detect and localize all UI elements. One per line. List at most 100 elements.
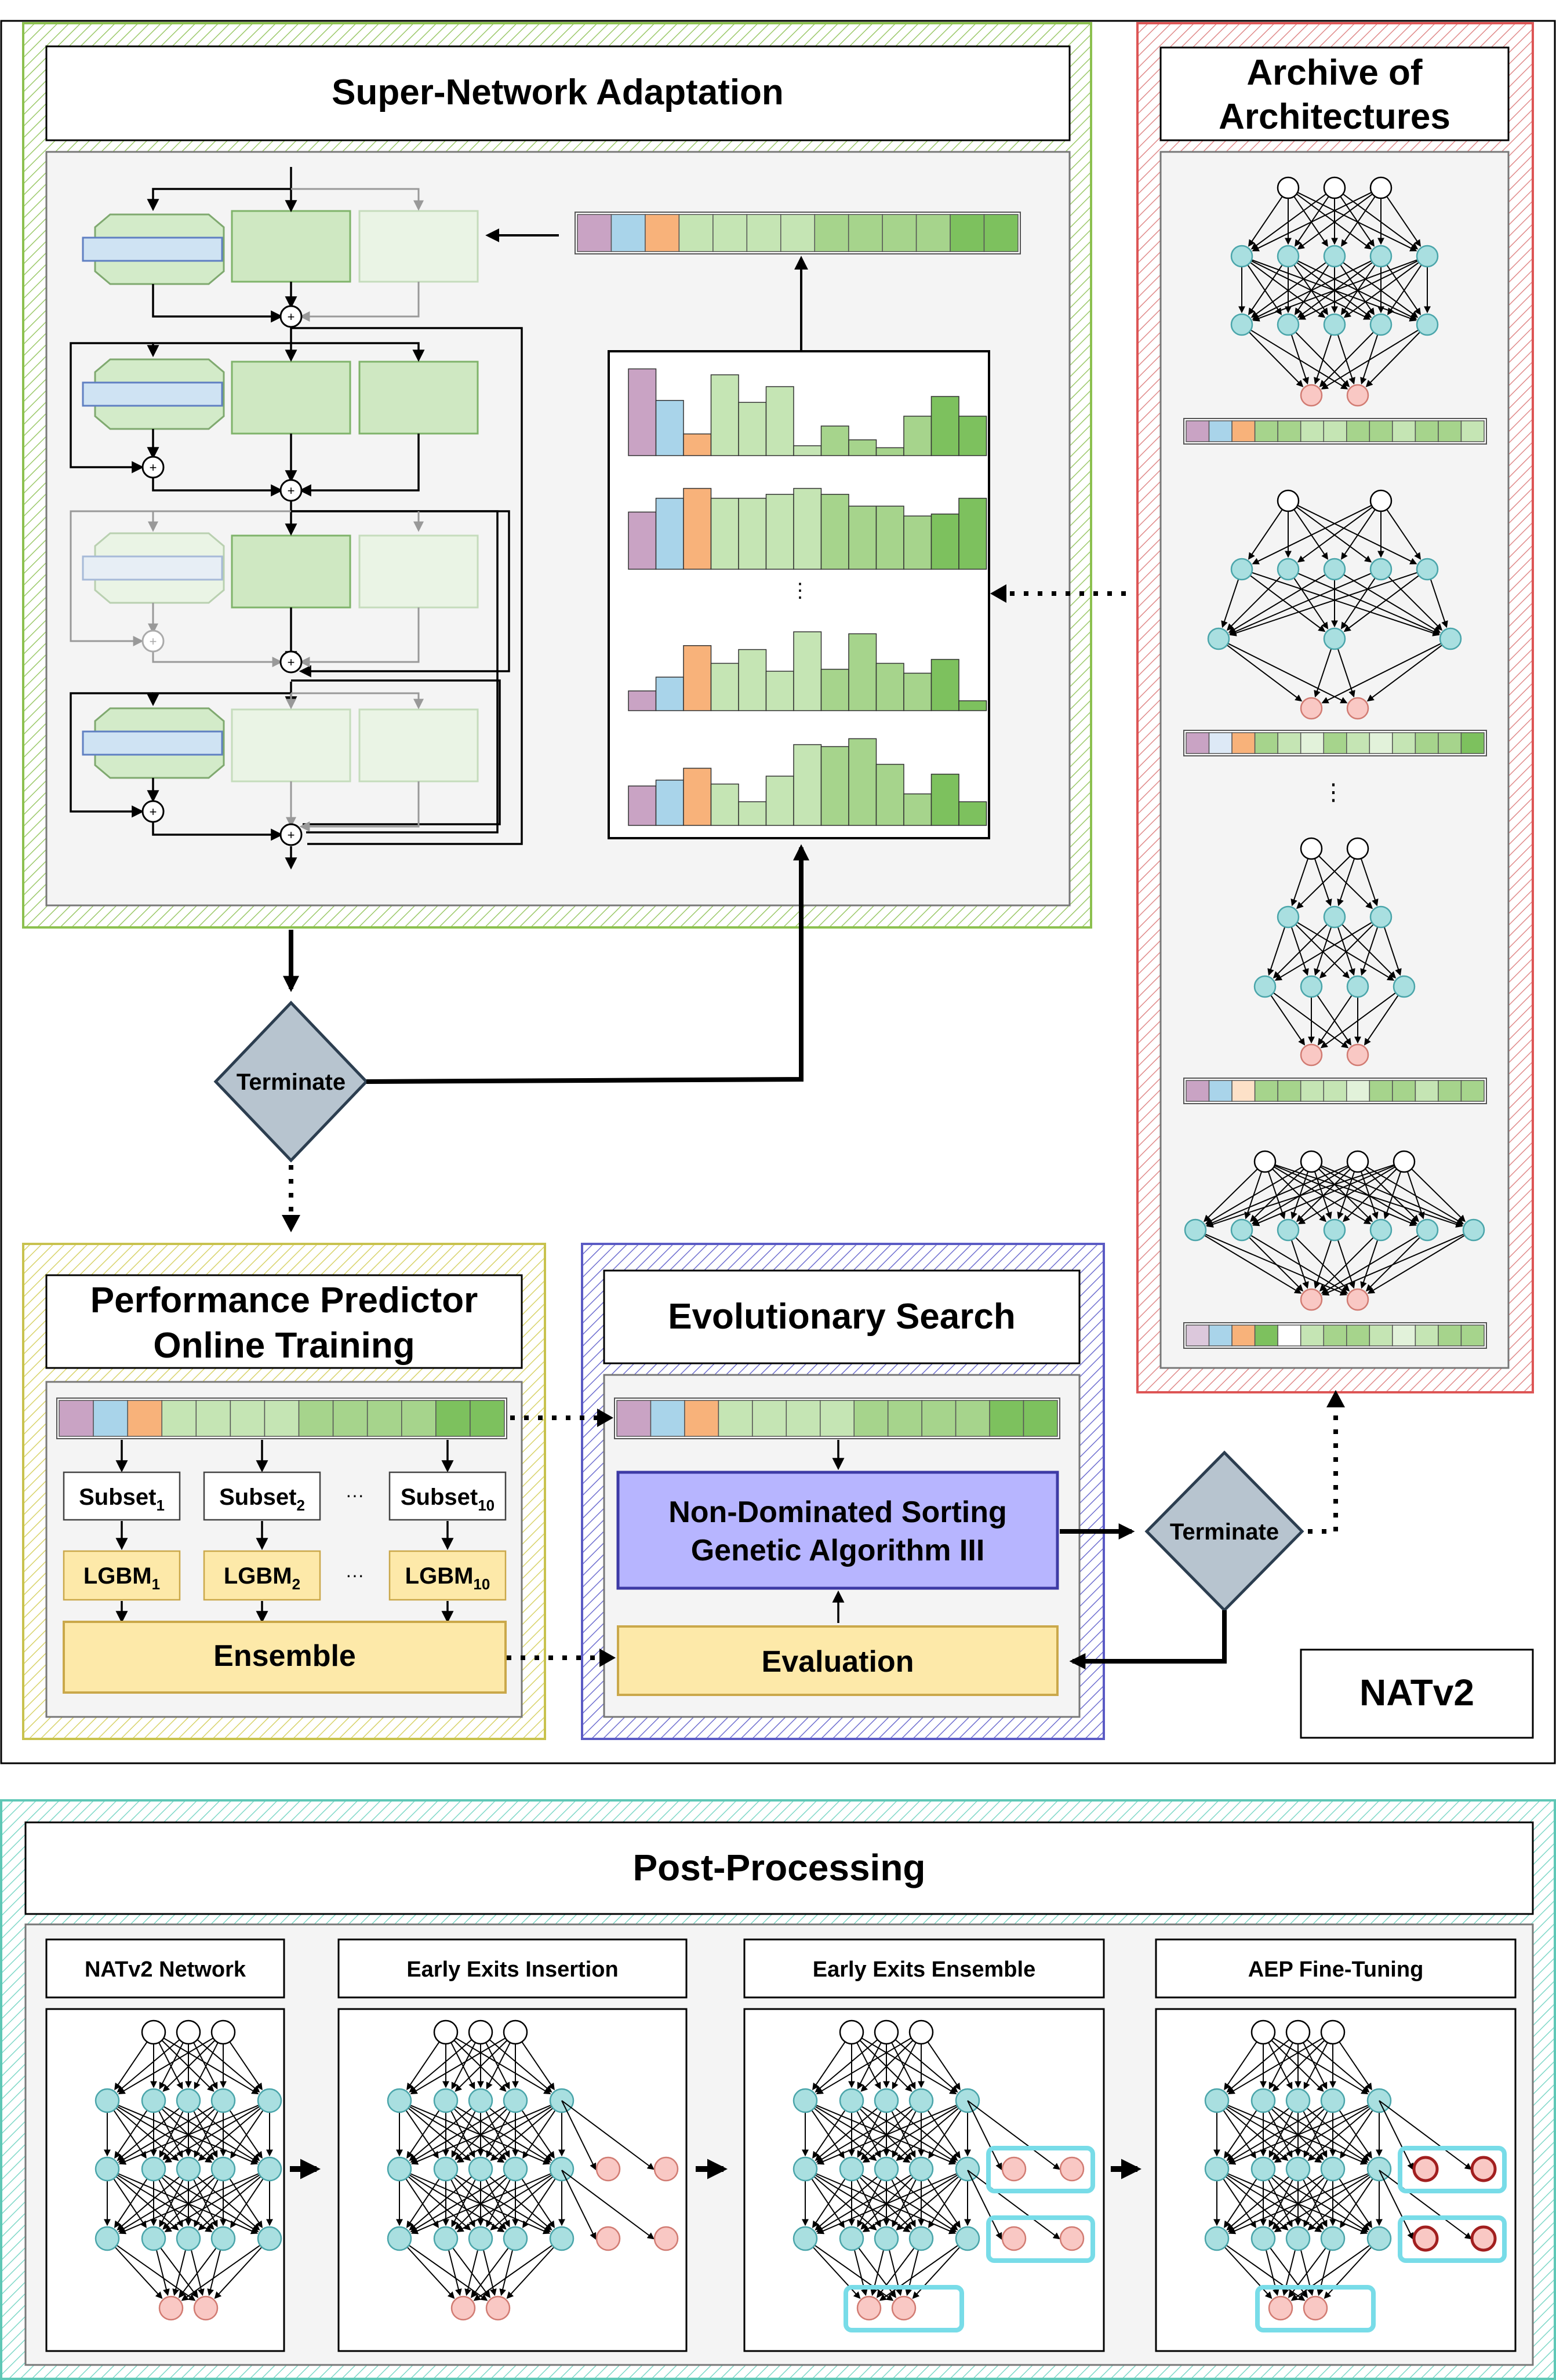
encoding-cell — [1323, 732, 1347, 754]
network-node — [1250, 2019, 1276, 2045]
post-panel-label: Early Exits Insertion — [406, 1957, 618, 1982]
encoding-cell — [1300, 1080, 1324, 1102]
encoding-cell — [435, 1400, 471, 1437]
network-node — [1300, 837, 1323, 860]
network-node — [141, 2019, 166, 2045]
encoding-cell — [848, 214, 883, 252]
network-node — [839, 2019, 864, 2045]
evaluation-label: Evaluation — [762, 1645, 914, 1679]
network-node — [1323, 558, 1346, 581]
network-node — [1346, 837, 1369, 860]
encoding-cell — [786, 1400, 821, 1437]
network-node — [210, 2226, 236, 2251]
ensemble-box — [63, 1621, 507, 1694]
histogram-bar — [628, 690, 657, 711]
network-node — [908, 2226, 934, 2251]
histogram-bar — [710, 663, 739, 711]
encoding-cell — [1415, 1080, 1439, 1102]
encoding-cell — [1277, 732, 1301, 754]
encoding-cell — [1277, 1324, 1301, 1347]
encoding-cell — [264, 1400, 300, 1437]
natv2-label: NATv2 — [1359, 1672, 1474, 1713]
sum-nodes — [141, 305, 303, 846]
network-node — [1320, 2156, 1346, 2182]
post-panel-1: NATv2 Network — [45, 1938, 285, 2352]
encoding-cell — [1231, 1080, 1256, 1102]
predictor-arrows — [115, 1440, 454, 1624]
network-node — [792, 2226, 818, 2251]
histogram-bar — [710, 497, 739, 570]
encoding-cell — [780, 214, 815, 252]
network-node — [874, 2088, 899, 2113]
encoding-cell — [1415, 1324, 1439, 1347]
network-node — [549, 2226, 575, 2251]
network-node — [1230, 1218, 1253, 1242]
encoding-cell — [1346, 732, 1370, 754]
network-node — [1369, 1218, 1393, 1242]
encoding-cell — [1438, 1080, 1462, 1102]
svg-text:+: + — [288, 828, 295, 842]
encoding-cell — [1369, 420, 1393, 442]
network-node — [141, 2156, 166, 2182]
encoding-cell — [915, 214, 951, 252]
nsga-label-line2: Genetic Algorithm III — [691, 1534, 985, 1567]
svg-text:+: + — [150, 460, 157, 475]
lgbm-ellipsis: ··· — [346, 1564, 364, 1585]
subset-1-label: Subset1 — [79, 1484, 165, 1514]
archive-panel — [1159, 151, 1510, 1369]
network-node — [1277, 1218, 1300, 1242]
histogram-bar — [765, 386, 794, 456]
network-node — [176, 2019, 201, 2045]
encoding-cell — [1392, 732, 1416, 754]
network-node — [1253, 975, 1277, 998]
encoding-cell — [1438, 1324, 1462, 1347]
network-node — [1300, 1150, 1323, 1173]
encoding-cell — [1254, 732, 1278, 754]
encoding-cell — [1323, 1080, 1347, 1102]
encoding-cell — [127, 1400, 162, 1437]
encoding-cell — [950, 214, 985, 252]
network-node — [1369, 489, 1393, 512]
post-panel-label: AEP Fine-Tuning — [1248, 1957, 1424, 1982]
lgbm-10-label: LGBM10 — [405, 1563, 490, 1593]
histogram-bar — [655, 676, 684, 711]
network-node — [257, 2156, 282, 2182]
encoding-cell — [577, 214, 612, 252]
encoding-cell — [161, 1400, 197, 1437]
predictor-encoding — [56, 1398, 507, 1439]
histogram-bar — [683, 487, 712, 570]
network-node — [891, 2295, 917, 2321]
encoding-cell — [1254, 1080, 1278, 1102]
network-node — [387, 2088, 412, 2113]
encoding-cell — [1346, 1080, 1370, 1102]
network-node — [1366, 2226, 1392, 2251]
encoding-cell — [853, 1400, 889, 1437]
network-node — [955, 2156, 980, 2182]
network-node — [1277, 558, 1300, 581]
histogram-bar — [958, 801, 987, 826]
network-node — [387, 2226, 412, 2251]
encoding-cell — [1186, 1080, 1210, 1102]
histogram-bar — [710, 374, 739, 456]
svg-text:⋮: ⋮ — [790, 580, 810, 602]
predictor-title-line2: Online Training — [153, 1326, 415, 1366]
histogram-bar — [793, 445, 822, 456]
encoding-cell — [1254, 1324, 1278, 1347]
network-node — [1439, 627, 1462, 650]
network-node — [1230, 313, 1253, 336]
network-node — [908, 2156, 934, 2182]
encoding-cell — [1186, 1324, 1210, 1347]
encoding-cell — [59, 1400, 94, 1437]
encoding-cell — [746, 214, 781, 252]
network-node — [1277, 313, 1300, 336]
histogram-bar — [930, 658, 959, 711]
encoding-cell — [1208, 732, 1233, 754]
histogram-bar — [683, 767, 712, 826]
post-panel-2: Early Exits Insertion — [337, 1938, 688, 2352]
encoding-cell — [1369, 732, 1393, 754]
encoding-cell — [1023, 1400, 1058, 1437]
subset-ellipsis: ··· — [346, 1484, 364, 1505]
evaluation-box — [617, 1625, 1059, 1696]
encoding-cell — [1438, 420, 1462, 442]
